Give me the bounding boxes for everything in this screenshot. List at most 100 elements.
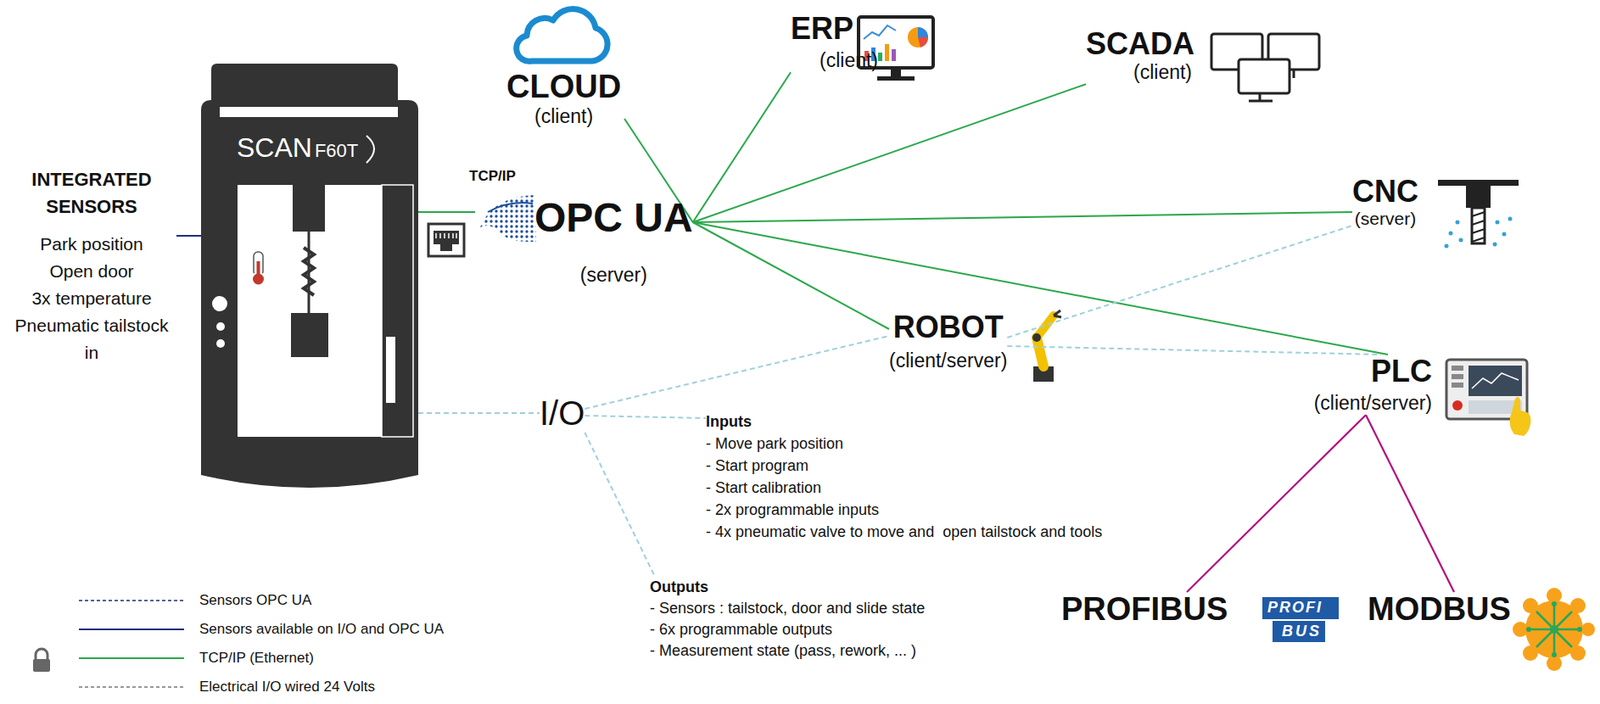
modbus-logo [1512, 621, 1528, 638]
outputs-list: Outputs- Sensors : tailstock, door and s… [649, 576, 925, 662]
modbus-logo [1551, 601, 1557, 607]
plc-panel-icon [1451, 365, 1464, 371]
legend-samples [78, 628, 185, 631]
machine-drawing [292, 184, 325, 232]
cnc-mill-icon [1471, 207, 1485, 244]
node-text: (server) [1352, 208, 1419, 229]
profibus-logo [1262, 597, 1339, 620]
rj45-icon [436, 233, 457, 239]
node-text: - Start program [705, 454, 1103, 477]
node-title: CLOUD [506, 69, 621, 106]
cnc-server: CNC(server) [1352, 174, 1419, 229]
machine-drawing [212, 296, 228, 312]
rj45-icon [440, 244, 453, 252]
cloud-icon [516, 9, 608, 62]
connector [176, 234, 202, 237]
erp-monitor-icon [890, 67, 901, 77]
node-title: ERP [790, 11, 879, 46]
node-title: MODBUS [1367, 592, 1511, 628]
machine-drawing [201, 63, 419, 488]
machine-drawing [381, 184, 414, 437]
modbus-logo [1546, 655, 1562, 672]
legend-text: Sensors OPC UA [199, 591, 312, 610]
node-text: - Measurement state (pass, rework, ... ) [649, 640, 925, 662]
plc-panel-icon [1452, 400, 1463, 411]
plc-panel-icon [1451, 374, 1464, 380]
lock-icon [33, 648, 51, 672]
node-title: PLC [1299, 354, 1433, 389]
modbus-logo [1570, 598, 1586, 614]
cnc-mill-icon [1493, 242, 1498, 247]
node-text: Pneumatic tailstock in [6, 312, 177, 367]
cloud-icon [516, 9, 608, 62]
cnc-mill-icon [1459, 238, 1464, 243]
legend-samples [78, 600, 185, 688]
node-title: Outputs [649, 576, 925, 599]
lock-icon [35, 648, 48, 661]
opc-globe-logo [487, 202, 533, 213]
connector [584, 335, 890, 409]
modbus-logo [1526, 626, 1532, 633]
node-title: OPC UA [534, 194, 694, 242]
node-title: Inputs [705, 410, 1103, 433]
cnc-mill-icon [1502, 232, 1507, 237]
connector [418, 211, 476, 213]
modbus-logo [1577, 626, 1583, 633]
node-title: CNC [1352, 174, 1419, 209]
protocol-label: TCP/IP [469, 167, 516, 185]
node-title: SCAN [236, 132, 313, 164]
modbus-logo [1512, 587, 1595, 672]
opc-globe-logo [480, 195, 537, 242]
machine-drawing [386, 336, 396, 403]
plc-panel-icon [1510, 397, 1532, 437]
node-text: F60T [314, 139, 359, 163]
node-text: (client) [819, 49, 879, 73]
erp-monitor-icon [917, 37, 929, 48]
modbus-logo [1549, 625, 1559, 634]
machine-drawing [216, 322, 225, 331]
node-text: 3x temperature [6, 285, 177, 313]
node-title: ROBOT [889, 310, 1007, 345]
opc-globe-logo [480, 195, 537, 242]
cnc-mill-icon [1471, 212, 1485, 242]
machine-drawing [237, 184, 382, 437]
connector [418, 412, 540, 414]
robot-arm-icon [1036, 337, 1044, 367]
node-text: - Sensors : tailstock, door and slide st… [649, 598, 925, 620]
modbus-logo [1522, 598, 1539, 614]
robot-node: ROBOT(client/server) [889, 310, 1007, 373]
legend-text: Sensors available on I/O and OPC UA [199, 620, 444, 639]
cnc-mill-icon [1465, 185, 1491, 208]
profibus-logo [1272, 620, 1326, 643]
plc-panel-icon [1471, 373, 1519, 389]
connector [584, 432, 655, 577]
profibus-logo [1262, 597, 1339, 643]
connector [693, 83, 1086, 223]
logo-text: BUS [1281, 622, 1322, 641]
legend-samples [78, 686, 185, 689]
erp-monitor-icon [863, 25, 896, 40]
modbus-logo [1551, 652, 1557, 658]
robot-arm-icon [1032, 333, 1041, 342]
legend-text: Electrical I/O wired 24 Volts [199, 677, 375, 697]
node-title: I/O [539, 393, 585, 433]
modbus-logo [1570, 645, 1586, 661]
connector [1186, 414, 1366, 593]
robot-arm-icon [1053, 310, 1062, 318]
connector [693, 222, 890, 330]
scanner-machine: SCANF60T [201, 101, 419, 495]
cnc-mill-icon [1437, 179, 1519, 186]
node-text: - Start calibration [705, 476, 1103, 499]
lock-icon [33, 659, 51, 672]
connector [584, 415, 706, 419]
node-text: (server) [534, 263, 694, 288]
profibus-node: PROFIBUS [1061, 592, 1228, 628]
cnc-mill-icon [1455, 220, 1461, 225]
cloud-client: CLOUD(client) [503, 69, 625, 129]
connector [693, 222, 1388, 355]
node-text: - 6x programmable outputs [649, 619, 925, 641]
legend-samples [78, 599, 185, 602]
node-text: - 2x programmable inputs [705, 498, 1103, 521]
machine-drawing [211, 63, 398, 102]
